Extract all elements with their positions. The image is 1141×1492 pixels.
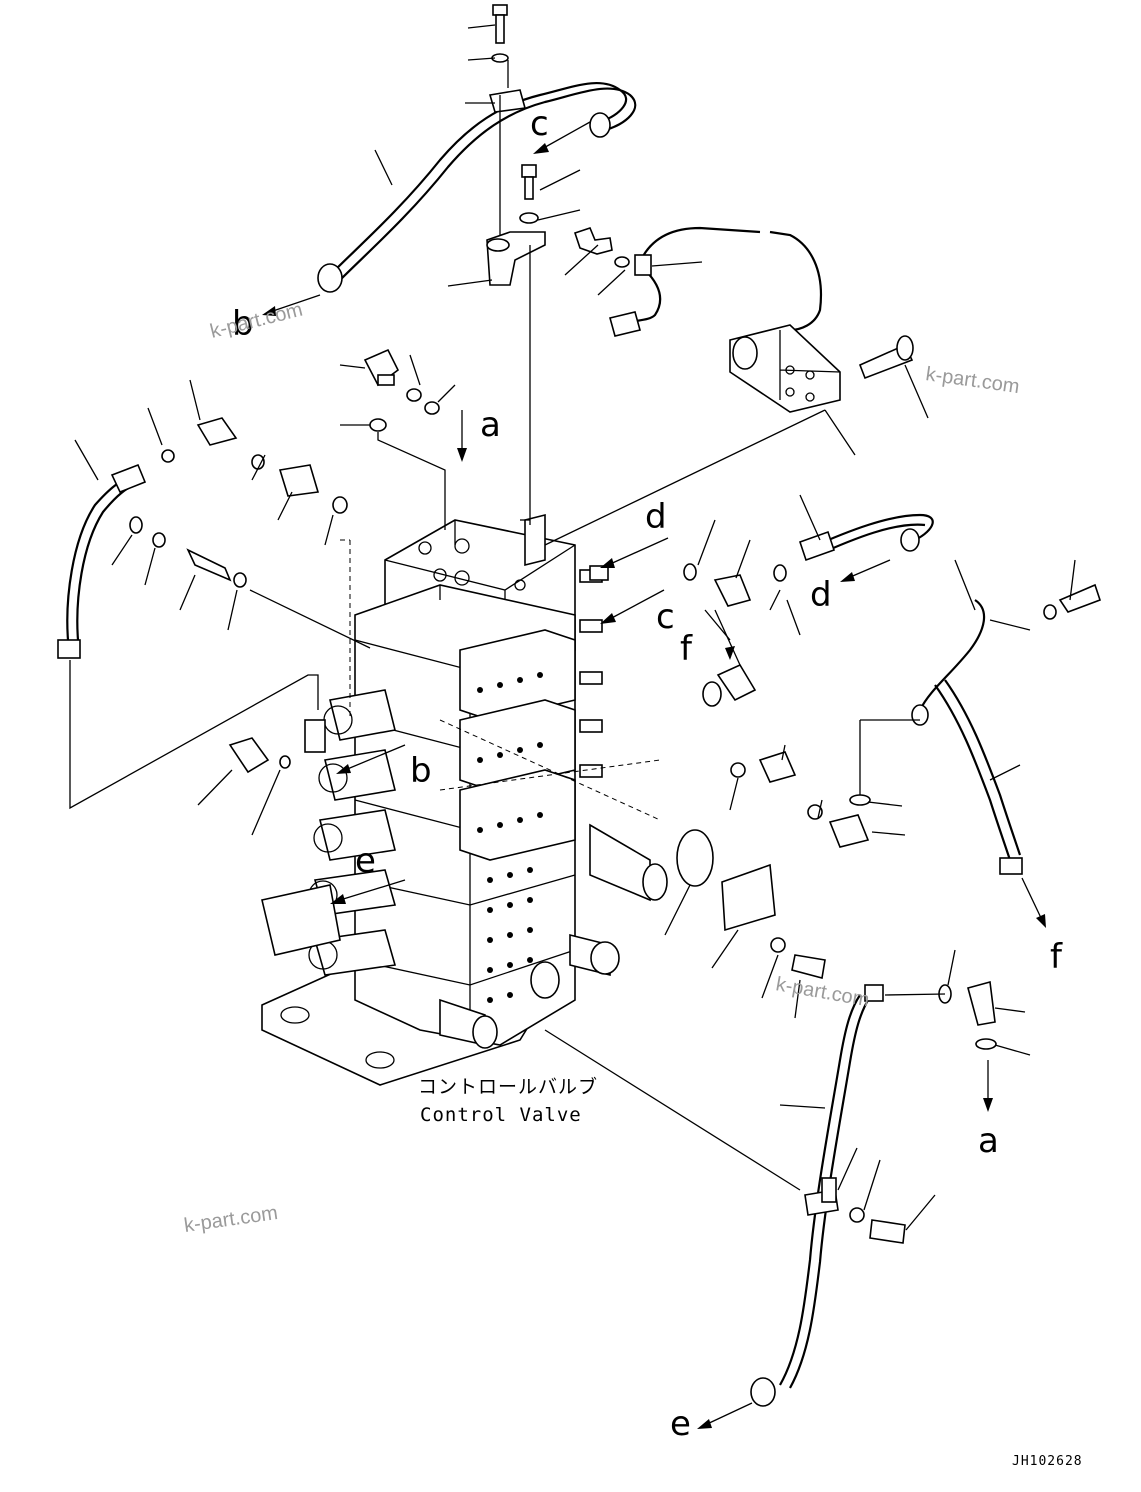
valve-port-holes	[477, 672, 543, 1003]
watermark-4: k-part.com	[183, 1202, 280, 1237]
label-f-right: f	[1050, 937, 1063, 977]
label-e-bottom: e	[670, 1404, 691, 1444]
valve-right-fittings	[579, 569, 603, 778]
right-hoses	[750, 599, 1023, 1407]
right-side-cylinders	[439, 823, 668, 1049]
left-spool-caps	[261, 689, 397, 976]
caption-english: Control Valve	[420, 1104, 582, 1126]
label-a-top: a	[480, 405, 501, 445]
label-c-top: c	[530, 104, 549, 144]
top-hose-assembly	[317, 4, 637, 525]
caption-japanese: コントロールバルブ	[418, 1075, 598, 1098]
label-d-right: d	[810, 575, 832, 615]
label-c-valve: c	[656, 597, 675, 637]
label-d-valve: d	[645, 497, 667, 537]
label-b-top: b	[232, 304, 254, 344]
watermark-2: k-part.com	[924, 363, 1021, 398]
left-fittings-and-hose	[57, 348, 440, 774]
label-f-valve: f	[680, 629, 693, 669]
drawing-code: JH102628	[1012, 1454, 1083, 1469]
label-b-valve: b	[410, 751, 432, 791]
connection-labels: a a b b c c d d e e f f	[232, 104, 1063, 1444]
control-valve-body	[261, 513, 668, 1086]
label-a-right: a	[978, 1121, 999, 1161]
solenoid-harness-assembly	[609, 226, 914, 413]
right-fittings	[589, 513, 1102, 1050]
leader-lines	[69, 24, 1076, 1231]
watermark-1: k-part.com	[208, 299, 305, 343]
label-e-valve: e	[355, 841, 376, 881]
flow-arrows	[262, 121, 1046, 1429]
